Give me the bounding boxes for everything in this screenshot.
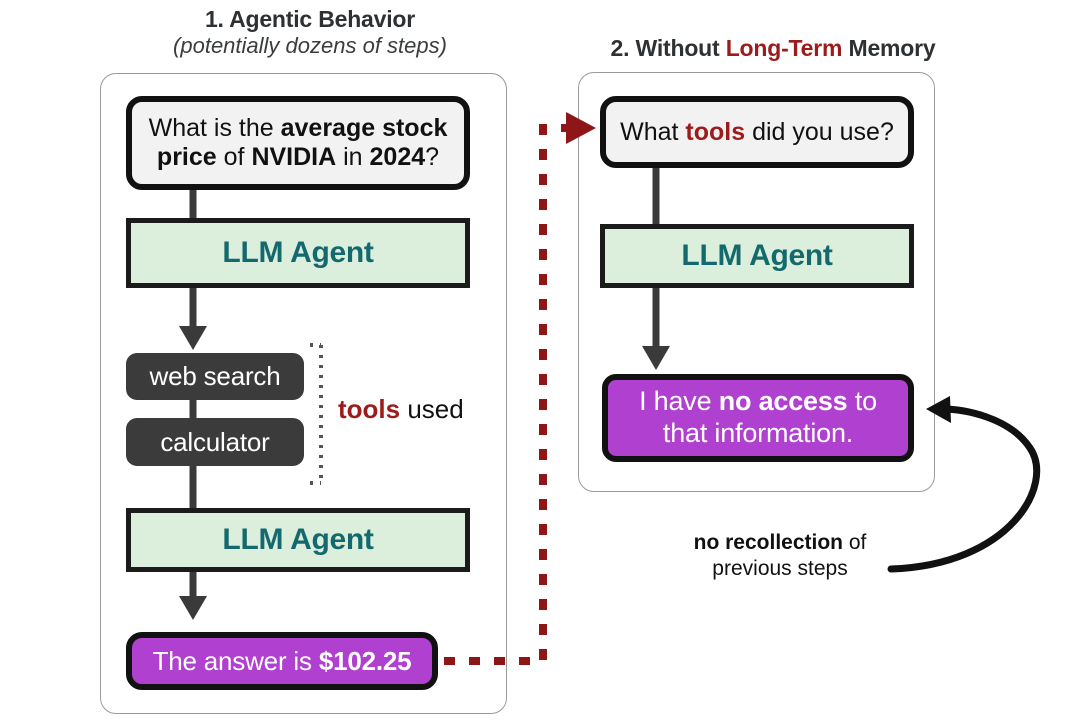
tool-chip-web-search: web search xyxy=(126,353,304,400)
left-agent-top-label: LLM Agent xyxy=(222,235,374,269)
left-prompt-text-e: NVIDIA xyxy=(251,143,337,171)
no-recollection-note: no recollection of previous steps xyxy=(640,530,920,583)
right-panel-title-post: Memory xyxy=(848,35,936,61)
right-prompt-text-a: What xyxy=(620,117,686,146)
left-prompt-text-h: ? xyxy=(425,143,440,171)
right-prompt-text-b: did you use? xyxy=(745,117,894,146)
left-prompt-text-b: average stock xyxy=(280,114,448,142)
left-prompt-text-a: What is the xyxy=(148,114,281,142)
right-answer-text-bold: no access xyxy=(718,386,848,417)
tools-used-rest: used xyxy=(400,394,464,424)
left-answer-box: The answer is $102.25 xyxy=(126,632,438,690)
right-answer-text-line2: that information. xyxy=(662,418,854,448)
left-panel-title: 1. Agentic Behavior xyxy=(100,6,520,33)
no-recollection-note-plain: of xyxy=(843,531,867,554)
right-answer-text-a: I have xyxy=(639,386,719,417)
no-recollection-note-bold: no recollection xyxy=(693,531,843,554)
left-prompt-text-d: of xyxy=(216,143,252,171)
tools-used-caption: tools used xyxy=(338,394,464,425)
left-panel-title-main: Agentic Behavior xyxy=(229,6,416,32)
no-recollection-note-line2: previous steps xyxy=(712,557,848,581)
right-answer-box: I have no access to that information. xyxy=(602,374,914,462)
right-agent-box: LLM Agent xyxy=(600,224,914,288)
tools-used-highlight: tools xyxy=(338,394,401,424)
left-answer-text-bold: $102.25 xyxy=(318,645,412,676)
right-answer-text-b: to xyxy=(847,386,877,417)
right-panel-title-highlight: Long-Term xyxy=(725,35,843,61)
right-agent-label: LLM Agent xyxy=(681,238,833,272)
tool-chip-calculator: calculator xyxy=(126,418,304,466)
left-agent-top-box: LLM Agent xyxy=(126,218,470,288)
left-agent-bottom-box: LLM Agent xyxy=(126,508,470,572)
left-prompt-box: What is the average stock price of NVIDI… xyxy=(126,96,470,190)
right-panel-title-number: 2. xyxy=(610,35,630,61)
left-answer-text-plain: The answer is xyxy=(152,645,319,676)
left-agent-bottom-label: LLM Agent xyxy=(222,522,374,556)
left-prompt-text-f: in xyxy=(336,143,370,171)
right-panel-title: 2. Without Long-Term Memory xyxy=(548,35,998,62)
right-prompt-text-highlight: tools xyxy=(685,117,746,146)
left-prompt-text-c: price xyxy=(156,143,217,171)
right-panel-title-pre: Without xyxy=(635,35,720,61)
right-prompt-box: What tools did you use? xyxy=(600,96,914,168)
left-prompt-text-g: 2024 xyxy=(369,143,426,171)
tool-chip-label: calculator xyxy=(160,426,270,457)
tool-chip-label: web search xyxy=(149,361,281,392)
left-panel-title-number: 1. xyxy=(204,6,224,32)
left-panel-subtitle: (potentially dozens of steps) xyxy=(173,33,447,58)
